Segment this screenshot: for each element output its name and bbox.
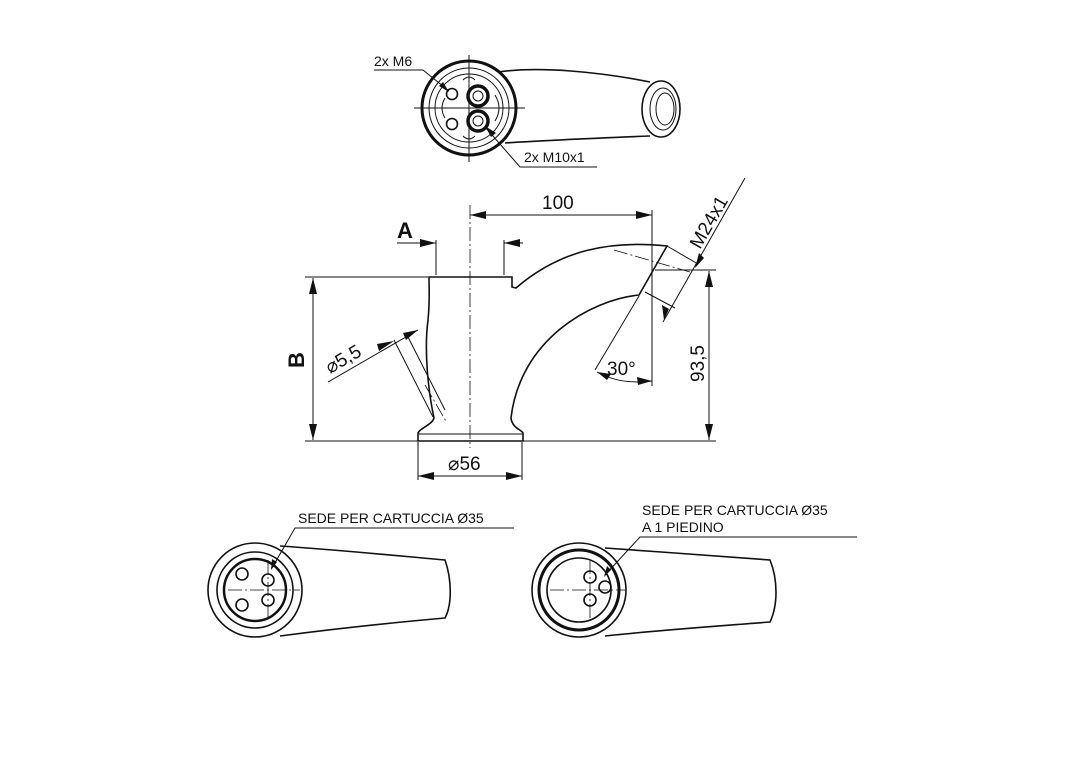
top-view: 2x M6 2x M10x1 xyxy=(374,53,681,168)
cartridge-pin-label-right: A 1 PIEDINO xyxy=(642,519,724,535)
bottom-view-left: SEDE PER CARTUCCIA Ø35 xyxy=(207,510,514,638)
cartridge-seat-label-right: SEDE PER CARTUCCIA Ø35 xyxy=(642,502,828,518)
callout-m10-label: 2x M10x1 xyxy=(524,149,585,165)
dim-b: B xyxy=(284,352,309,368)
callout-m6: 2x M6 xyxy=(374,53,450,92)
bottom-view-right: SEDE PER CARTUCCIA Ø35 A 1 PIEDINO xyxy=(531,502,857,638)
dim-angle: 30° xyxy=(607,359,636,380)
dim-base: ⌀56 xyxy=(448,454,481,475)
side-view: B A 100 93,5 M24x1 30° xyxy=(284,177,746,480)
callout-m10: 2x M10x1 xyxy=(485,126,597,168)
dim-a: A xyxy=(397,218,413,243)
dim-thread: M24x1 xyxy=(686,193,733,253)
callout-m6-label: 2x M6 xyxy=(374,53,412,69)
dim-reach: 100 xyxy=(542,193,574,214)
dim-height: 93,5 xyxy=(688,345,709,382)
cartridge-seat-label-left: SEDE PER CARTUCCIA Ø35 xyxy=(298,510,484,526)
